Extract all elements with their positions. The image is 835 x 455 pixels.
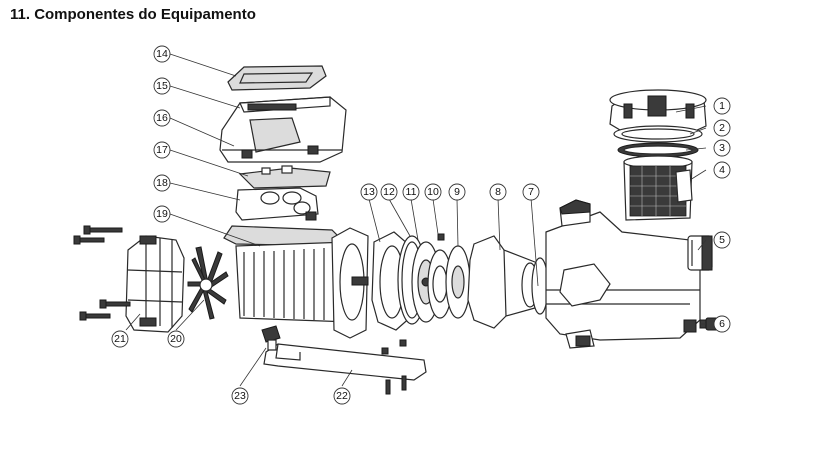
callout-label: 14 [156,48,168,60]
callout-22: 22 [333,387,351,405]
part-locking-ring [613,125,703,143]
callout-4: 4 [713,161,731,179]
callout-label: 3 [719,142,725,154]
callout-label: 23 [234,390,246,402]
callout-circle [231,387,249,405]
callout-3: 3 [713,139,731,157]
part-fan-cover [73,225,185,333]
callout-10: 10 [424,183,442,201]
callout-label: 11 [406,186,417,198]
part-base-bracket [263,339,427,395]
part-control-box [219,96,347,163]
callout-circle [713,119,731,137]
callout-circle [713,139,731,157]
callout-circle [424,183,442,201]
callout-circle [380,183,398,201]
part-strainer-lid [609,89,707,137]
callout-label: 1 [719,100,725,112]
callout-circle [448,183,466,201]
callout-14: 14 [153,45,171,63]
callout-label: 19 [156,208,168,220]
callout-label: 21 [114,333,126,345]
callout-circle [153,77,171,95]
part-capacitor-block [235,187,319,221]
callout-label: 22 [336,390,348,402]
callout-label: 15 [156,80,168,92]
callout-20: 20 [167,330,185,348]
part-volute-cone [467,235,543,329]
part-mounting-clip [261,325,281,351]
callout-circle [153,141,171,159]
callout-circle [402,183,420,201]
callout-label: 2 [719,122,725,134]
callout-circle [167,330,185,348]
callout-circle [713,315,731,333]
part-lid-o-ring [617,142,699,158]
leader-lines [125,53,707,387]
callout-label: 6 [719,318,725,330]
callout-16: 16 [153,109,171,127]
callout-11: 11 [402,183,420,201]
callout-13: 13 [360,183,378,201]
callout-label: 17 [156,144,168,156]
callout-5: 5 [713,231,731,249]
callout-label: 5 [719,234,725,246]
callout-15: 15 [153,77,171,95]
callout-circle [153,45,171,63]
callout-label: 8 [495,186,501,198]
part-cover-lid [227,65,327,91]
callout-2: 2 [713,119,731,137]
callout-1: 1 [713,97,731,115]
callout-circle [713,161,731,179]
callout-17: 17 [153,141,171,159]
parts-layer [73,65,721,395]
part-cooling-fan [187,246,229,320]
part-motor [223,225,369,339]
callout-label: 13 [363,186,375,198]
callout-circle [360,183,378,201]
callout-circle [713,231,731,249]
part-impeller [445,245,471,319]
callout-label: 16 [156,112,168,124]
callout-label: 20 [170,333,182,345]
callout-circle [713,97,731,115]
callout-circle [333,387,351,405]
page-title: 11. Componentes do Equipamento [10,6,256,23]
callout-label: 10 [427,186,439,198]
part-electronics-cover [241,145,319,159]
callout-circle [153,205,171,223]
part-pump-body [545,199,701,349]
callout-8: 8 [489,183,507,201]
callout-circle [522,183,540,201]
callout-circle [153,109,171,127]
callout-7: 7 [522,183,540,201]
callout-circle [153,174,171,192]
callout-18: 18 [153,174,171,192]
callout-label: 7 [528,186,534,198]
part-outlet-union [687,235,713,271]
callout-label: 18 [156,177,168,189]
callout-label: 9 [454,186,460,198]
callout-9: 9 [448,183,466,201]
callout-circle [111,330,129,348]
callout-12: 12 [380,183,398,201]
callout-23: 23 [231,387,249,405]
callout-6: 6 [713,315,731,333]
callout-19: 19 [153,205,171,223]
callout-label: 4 [719,164,725,176]
callout-label: 12 [383,186,395,198]
part-strainer-basket [623,155,693,221]
callout-circle [489,183,507,201]
callout-21: 21 [111,330,129,348]
part-circuit-board [238,165,331,189]
